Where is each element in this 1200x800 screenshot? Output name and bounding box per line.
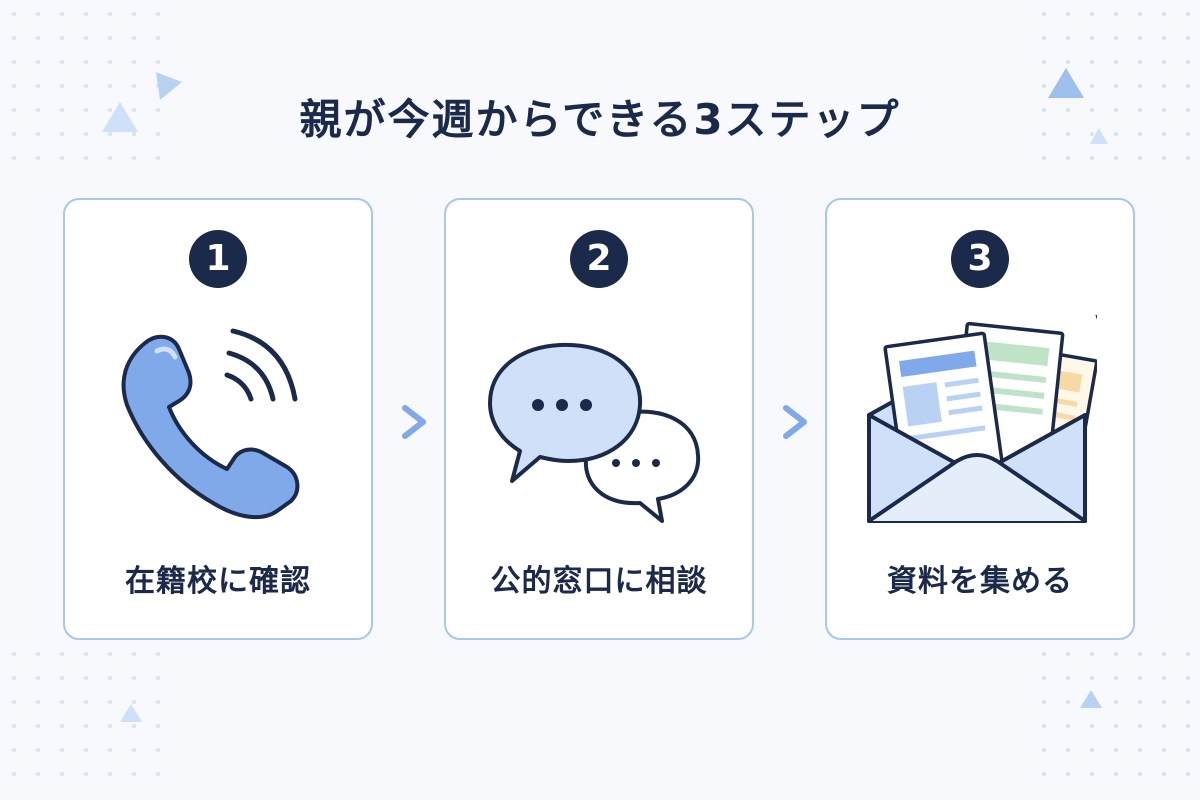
step-label: 資料を集める xyxy=(887,564,1073,599)
envelope-documents-icon xyxy=(867,315,1097,523)
step-number-badge: 2 xyxy=(570,230,628,288)
chevron-right-icon xyxy=(402,405,426,439)
step-number-badge: 1 xyxy=(189,230,247,288)
phone-icon xyxy=(121,328,300,520)
triangle-decoration-4 xyxy=(1090,128,1108,144)
dot-pattern-top-left xyxy=(10,10,160,160)
step-card-3: 3 xyxy=(825,198,1135,640)
chevron-right-icon xyxy=(783,405,807,439)
page-title: 親が今週からできる3ステップ xyxy=(299,95,901,144)
step-label: 在籍校に確認 xyxy=(125,564,311,599)
chat-bubbles-icon xyxy=(488,342,701,523)
step-number-badge: 3 xyxy=(951,230,1009,288)
step-card-1: 1 在籍校に確認 xyxy=(63,198,373,640)
dot-pattern-bottom-right xyxy=(1040,650,1190,790)
triangle-decoration-5 xyxy=(120,704,142,722)
triangle-decoration-6 xyxy=(1080,690,1102,708)
triangle-decoration-2 xyxy=(156,72,182,100)
triangle-decoration-1 xyxy=(102,102,138,132)
triangle-decoration-3 xyxy=(1048,68,1084,98)
step-label: 公的窓口に相談 xyxy=(490,564,708,599)
step-card-2: 2 公的窓口に相談 xyxy=(444,198,754,640)
